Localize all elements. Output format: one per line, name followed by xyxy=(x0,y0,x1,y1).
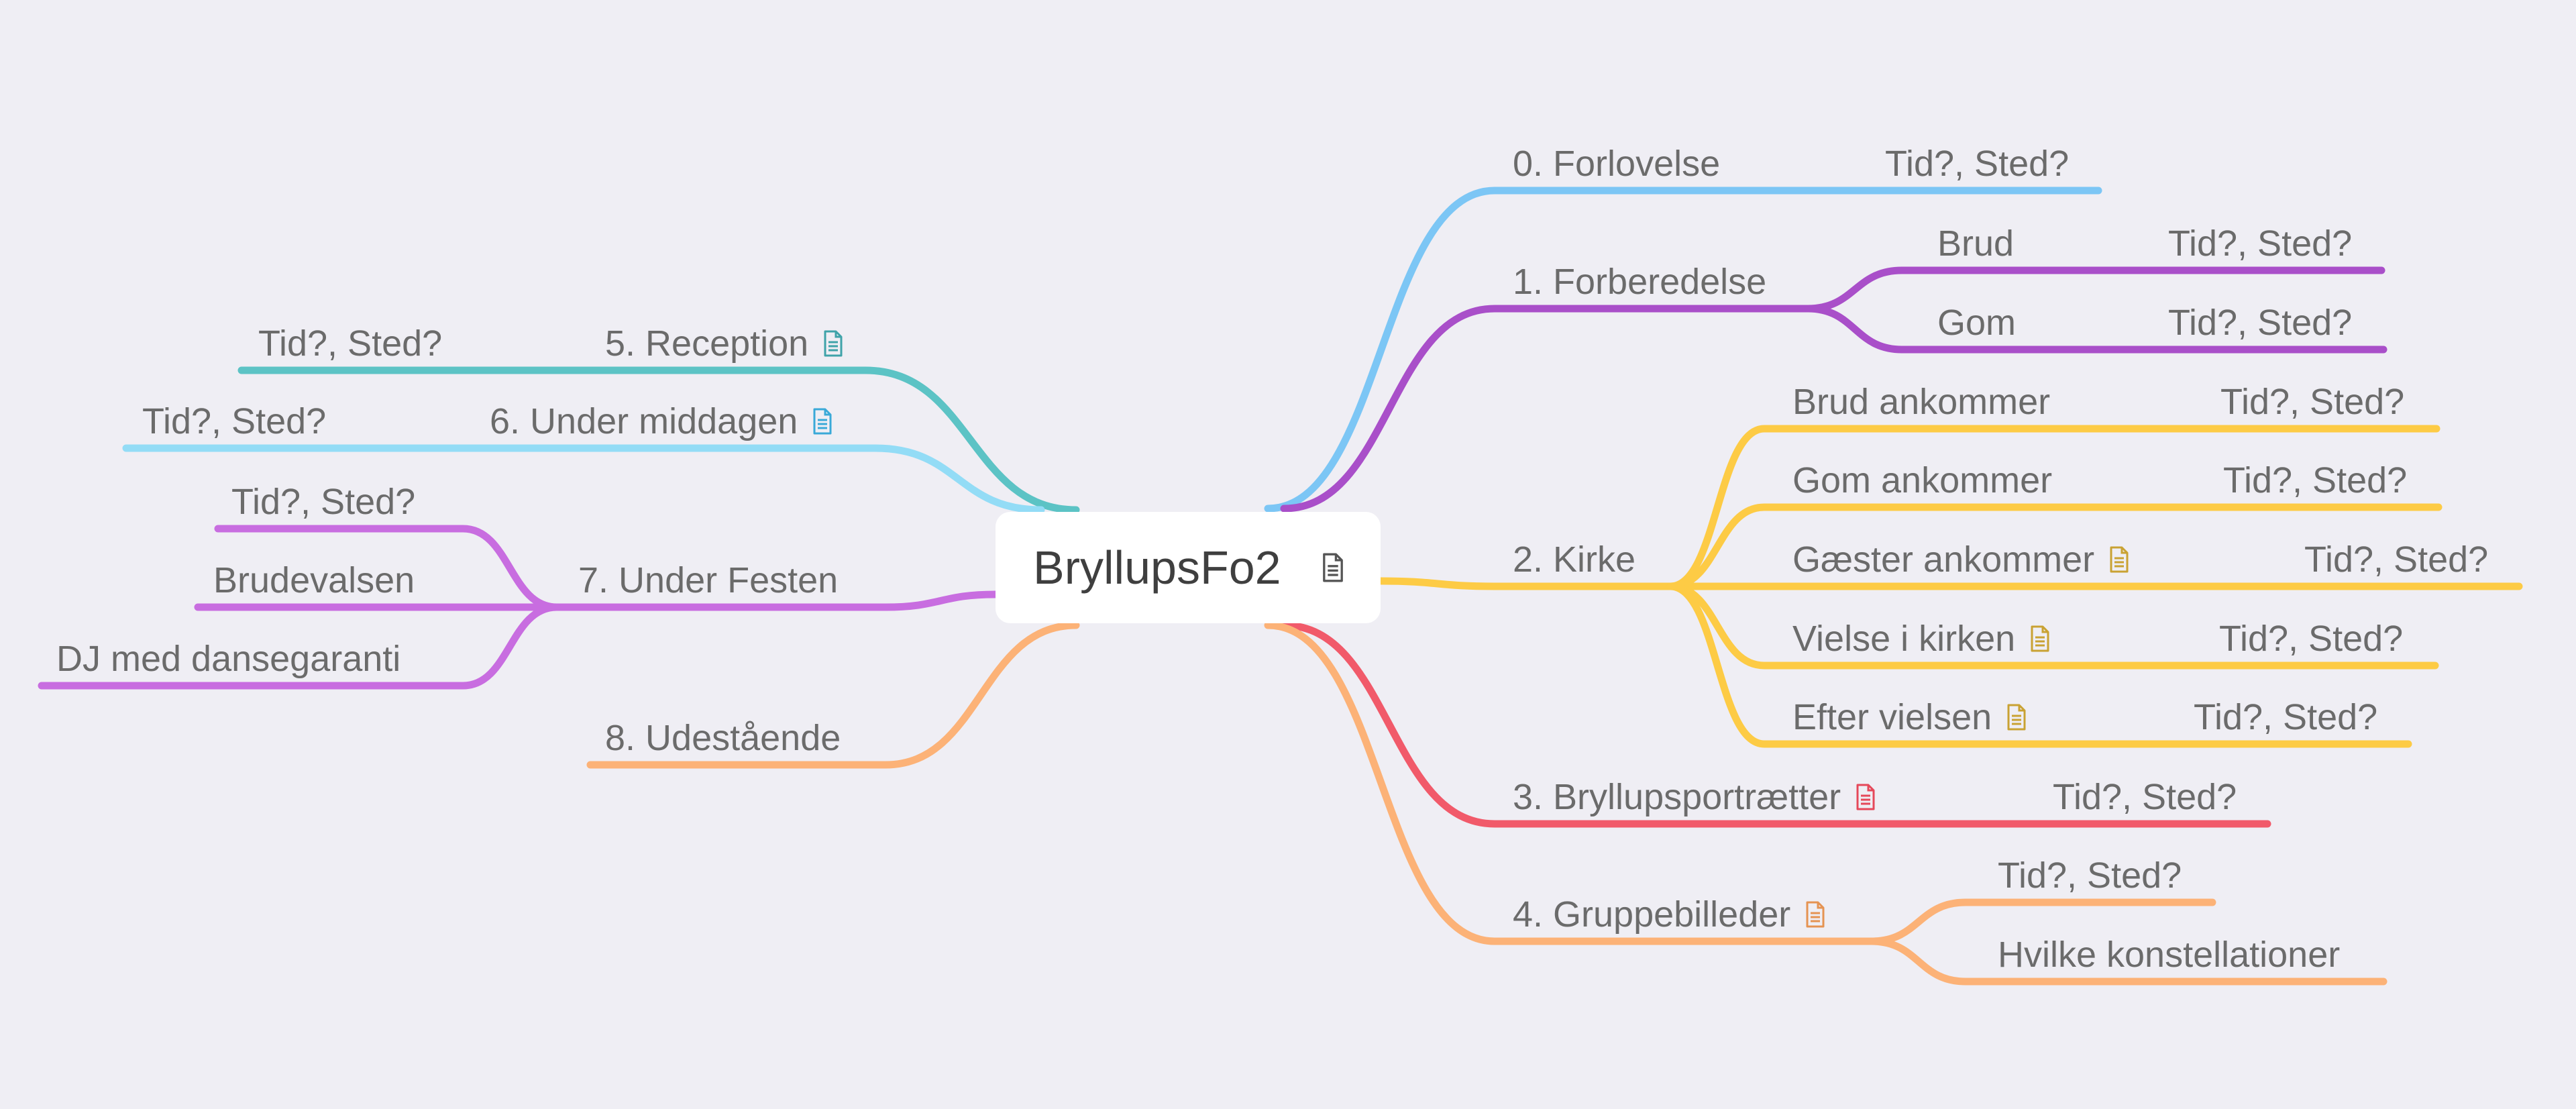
topic-tid-sted-label: Tid?, Sted? xyxy=(2220,382,2405,422)
branch-7-under-festen-label: 7. Under Festen xyxy=(578,560,839,600)
topic-tid-sted-label: Tid?, Sted? xyxy=(2168,223,2353,264)
topic-gaester-ankommer-label: Gæster ankommer xyxy=(1792,539,2095,580)
topic-tid-sted-label: Tid?, Sted? xyxy=(2304,539,2489,580)
note-icon[interactable] xyxy=(2030,625,2050,652)
root-topic[interactable]: BryllupsFo2 xyxy=(996,512,1381,623)
topic-gom[interactable]: Gom xyxy=(1937,303,2016,343)
topic-tid-sted-label: Tid?, Sted? xyxy=(258,323,443,364)
note-icon[interactable] xyxy=(812,408,833,435)
topic-brudevalsen[interactable]: Brudevalsen xyxy=(213,560,415,600)
topic-hvilke-konstellationer-line xyxy=(1868,937,2387,986)
topic-tid-sted[interactable]: Tid?, Sted? xyxy=(142,401,326,441)
topic-vielse-i-kirken[interactable]: Vielse i kirken xyxy=(1792,619,2050,659)
topic-gom-ankommer-label: Gom ankommer xyxy=(1792,460,2053,500)
branch-8-udestaende-label: 8. Udestående xyxy=(605,718,841,758)
branch-3-bryllupsportraetter-label: 3. Bryllupsportrætter xyxy=(1513,777,1841,817)
topic-gom-ankommer[interactable]: Gom ankommer xyxy=(1792,460,2052,500)
topic-dj-med-dansegaranti-label: DJ med dansegaranti xyxy=(56,639,401,679)
topic-tid-sted-line xyxy=(214,525,561,611)
branch-1-forberedelse-label: 1. Forberedelse xyxy=(1513,262,1767,302)
branch-7-under-festen[interactable]: 7. Under Festen xyxy=(578,560,838,600)
topic-gom-label: Gom xyxy=(1937,303,2017,343)
branch-1-forberedelse[interactable]: 1. Forberedelse xyxy=(1513,262,1766,302)
topic-tid-sted[interactable]: Tid?, Sted? xyxy=(231,482,415,522)
topic-gaester-ankommer[interactable]: Gæster ankommer xyxy=(1792,539,2129,580)
topic-tid-sted[interactable]: Tid?, Sted? xyxy=(2219,619,2403,659)
note-icon[interactable] xyxy=(1805,901,1825,928)
root-topic-label: BryllupsFo2 xyxy=(1033,541,1281,594)
topic-tid-sted-label: Tid?, Sted? xyxy=(142,401,327,441)
topic-tid-sted[interactable]: Tid?, Sted? xyxy=(2168,303,2352,343)
topic-tid-sted[interactable]: Tid?, Sted? xyxy=(2223,460,2407,500)
branch-6-under-middagen-label: 6. Under middagen xyxy=(490,401,798,441)
branch-5-reception-line xyxy=(586,366,1080,514)
topic-tid-sted[interactable]: Tid?, Sted? xyxy=(2194,697,2377,737)
branch-3-bryllupsportraetter[interactable]: 3. Bryllupsportrætter xyxy=(1513,777,1876,817)
branch-6-under-middagen-line xyxy=(469,444,1045,514)
branch-5-reception-label: 5. Reception xyxy=(605,323,809,364)
branch-4-gruppebilleder-line xyxy=(1264,621,1876,945)
topic-brud-label: Brud xyxy=(1937,223,2015,264)
topic-tid-sted-label: Tid?, Sted? xyxy=(2223,460,2408,500)
branch-2-kirke[interactable]: 2. Kirke xyxy=(1513,539,1635,580)
topic-vielse-i-kirken-label: Vielse i kirken xyxy=(1792,619,2016,659)
branch-3-bryllupsportraetter-line xyxy=(1280,621,1924,828)
branch-6-under-middagen[interactable]: 6. Under middagen xyxy=(490,401,833,441)
note-icon[interactable] xyxy=(2109,546,2129,573)
branch-4-gruppebilleder[interactable]: 4. Gruppebilleder xyxy=(1513,894,1825,935)
topic-hvilke-konstellationer[interactable]: Hvilke konstellationer xyxy=(1998,935,2340,975)
topic-dj-med-dansegaranti-line xyxy=(38,603,561,690)
topic-tid-sted[interactable]: Tid?, Sted? xyxy=(2168,223,2352,264)
topic-tid-sted[interactable]: Tid?, Sted? xyxy=(258,323,442,364)
topic-efter-vielsen-label: Efter vielsen xyxy=(1792,697,1992,737)
note-icon[interactable] xyxy=(1322,553,1344,582)
topic-efter-vielsen[interactable]: Efter vielsen xyxy=(1792,697,2027,737)
topic-brud-ankommer-line xyxy=(1666,425,2096,590)
branch-1-forberedelse-line xyxy=(1280,305,1812,513)
note-icon[interactable] xyxy=(823,330,843,357)
branch-2-kirke-label: 2. Kirke xyxy=(1513,539,1636,580)
topic-tid-sted[interactable]: Tid?, Sted? xyxy=(1885,144,2069,184)
branch-0-forlovelse[interactable]: 0. Forlovelse xyxy=(1513,144,1720,184)
topic-tid-sted-label: Tid?, Sted? xyxy=(231,482,416,522)
topic-hvilke-konstellationer-label: Hvilke konstellationer xyxy=(1998,935,2341,975)
topic-brud-ankommer-label: Brud ankommer xyxy=(1792,382,2051,422)
branch-8-udestaende-line xyxy=(586,621,1080,769)
topic-dj-med-dansegaranti[interactable]: DJ med dansegaranti xyxy=(56,639,400,679)
branch-0-forlovelse-line xyxy=(1264,187,1758,513)
topic-tid-sted[interactable]: Tid?, Sted? xyxy=(2304,539,2488,580)
branch-2-kirke-line xyxy=(1377,577,1674,590)
topic-gom-ankommer-line xyxy=(1666,503,2084,590)
topic-brud-ankommer[interactable]: Brud ankommer xyxy=(1792,382,2050,422)
topic-tid-sted[interactable]: Tid?, Sted? xyxy=(1998,855,2182,896)
topic-tid-sted-label: Tid?, Sted? xyxy=(1885,144,2070,184)
note-icon[interactable] xyxy=(1856,784,1876,810)
topic-tid-sted[interactable]: Tid?, Sted? xyxy=(2220,382,2404,422)
topic-tid-sted-label: Tid?, Sted? xyxy=(2194,697,2378,737)
branch-0-forlovelse-label: 0. Forlovelse xyxy=(1513,144,1721,184)
topic-brud-line xyxy=(1804,266,2043,313)
topic-tid-sted-label: Tid?, Sted? xyxy=(1998,855,2182,896)
topic-tid-sted-line xyxy=(1868,898,2216,945)
branch-7-under-festen-line xyxy=(553,590,1000,611)
branch-5-reception[interactable]: 5. Reception xyxy=(605,323,843,364)
topic-brudevalsen-label: Brudevalsen xyxy=(213,560,415,600)
topic-tid-sted-label: Tid?, Sted? xyxy=(2053,777,2237,817)
topic-brud[interactable]: Brud xyxy=(1937,223,2014,264)
topic-tid-sted[interactable]: Tid?, Sted? xyxy=(2053,777,2237,817)
branch-8-udestaende[interactable]: 8. Udestående xyxy=(605,718,841,758)
topic-tid-sted-label: Tid?, Sted? xyxy=(2219,619,2404,659)
branch-4-gruppebilleder-label: 4. Gruppebilleder xyxy=(1513,894,1791,935)
note-icon[interactable] xyxy=(2006,704,2027,731)
topic-gom-line xyxy=(1804,305,2043,354)
topic-efter-vielsen-line xyxy=(1666,582,2037,748)
topic-tid-sted-label: Tid?, Sted? xyxy=(2168,303,2353,343)
